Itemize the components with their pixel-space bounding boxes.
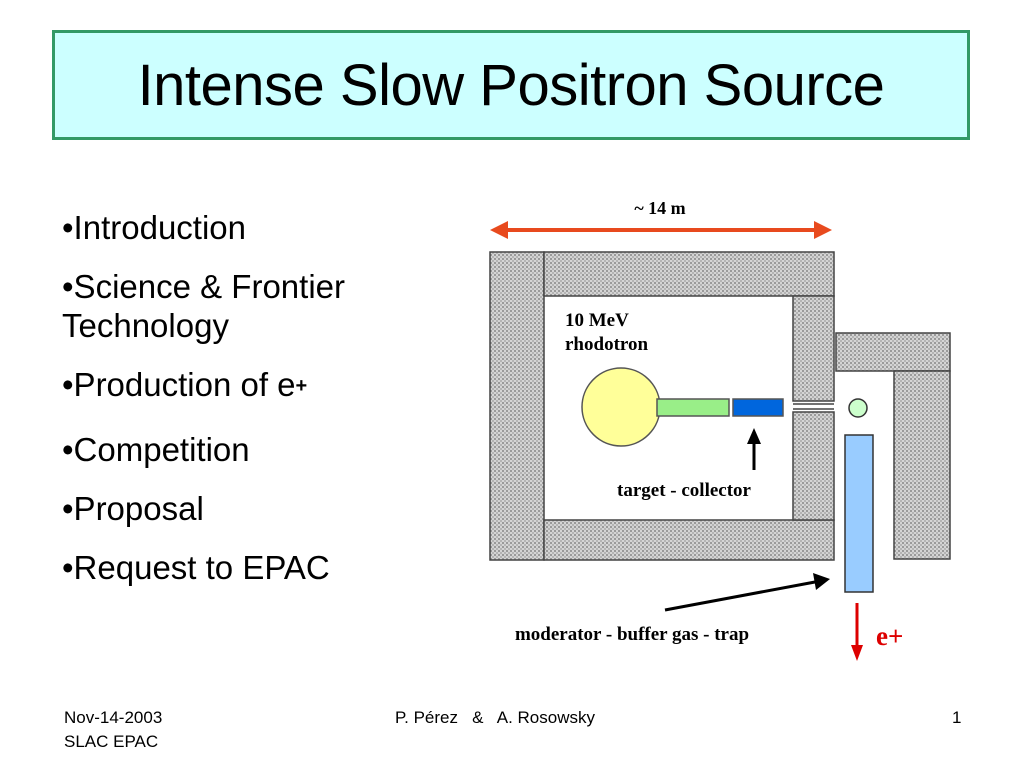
bullet-competition: •Competition (62, 431, 250, 468)
moderator-arrow-head (813, 573, 830, 590)
moderator-arrow-shaft (664, 580, 816, 612)
rhodotron-circle (581, 367, 661, 447)
accelerator-label-line2: rhodotron (565, 334, 648, 355)
bullet-science-frontier: •Science & Frontier Technology (62, 268, 345, 344)
bullet-list: •Introduction •Science & Frontier Techno… (62, 208, 432, 607)
positron-output-label: e+ (876, 621, 903, 651)
moderator-label: moderator - buffer gas - trap (515, 624, 749, 645)
output-arrow-head (851, 645, 863, 661)
footer-left: Nov-14-2003 SLAC EPAC (64, 706, 162, 754)
footer-date: Nov-14-2003 (64, 708, 163, 727)
shield-wall-right-upper (792, 295, 835, 402)
footer-page-number: 1 (952, 708, 962, 727)
bullet-introduction: •Introduction (62, 209, 246, 246)
target-arrow-head (747, 428, 761, 444)
length-label: ~ 14 m (634, 198, 685, 218)
target-collector-label: target - collector (617, 480, 752, 501)
shield-block-upper (835, 332, 951, 372)
title-banner: Intense Slow Positron Source (52, 30, 970, 140)
positron-superscript: + (295, 375, 308, 397)
shield-wall-left (489, 251, 545, 561)
footer-authors: P. Pérez & A. Rosowsky (395, 708, 595, 727)
shield-wall-top (543, 251, 835, 297)
slide-title: Intense Slow Positron Source (137, 52, 885, 118)
target-bar (656, 398, 730, 417)
bullet-request: •Request to EPAC (62, 549, 330, 586)
accelerator-label-line1: 10 MeV (565, 310, 629, 331)
facility-diagram: ~ 14 m 10 MeV rhodotron target - collect… (489, 198, 951, 661)
source-circle (848, 398, 868, 418)
shield-wall-right-lower (792, 411, 835, 521)
collector-bar (732, 398, 784, 417)
footer-venue: SLAC EPAC (64, 732, 159, 751)
bullet-proposal: •Proposal (62, 490, 204, 527)
length-arrow (490, 221, 832, 239)
shield-wall-bottom (543, 519, 835, 561)
bullet-production-text: •Production of e (62, 366, 296, 403)
moderator-column (844, 434, 874, 593)
shield-block-right (893, 370, 951, 560)
bullet-production: •Production of e+ (62, 365, 432, 410)
